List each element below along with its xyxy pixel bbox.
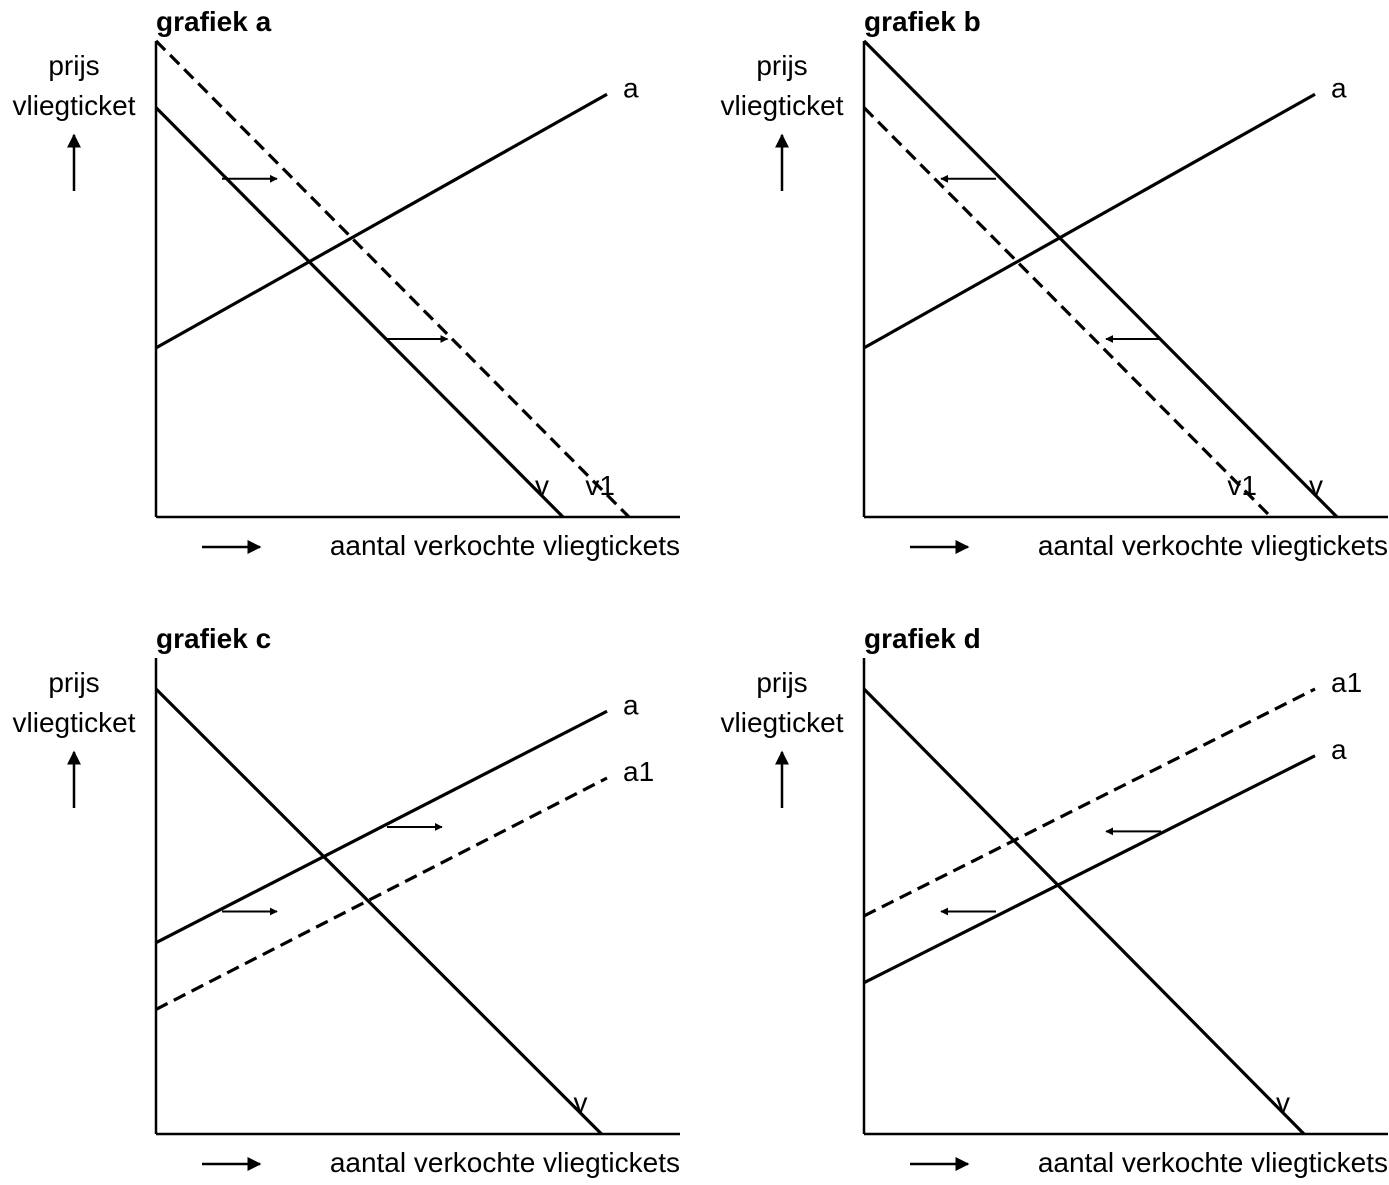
curve-label-v: v	[1276, 1087, 1290, 1118]
y-axis-label: vliegticket	[13, 90, 136, 121]
panel-title: grafiek b	[864, 6, 981, 37]
curve-a	[155, 709, 608, 945]
curve-a	[863, 92, 1316, 350]
curve-label-v: v	[574, 1087, 588, 1118]
y-axis-label: prijs	[756, 667, 807, 698]
curve-label-a: a	[623, 689, 639, 720]
panel-grafiek-a: grafiek a prijs vliegticket aantal verkocht…	[13, 6, 680, 561]
curve-a1	[155, 776, 608, 1011]
y-axis-label: vliegticket	[13, 707, 136, 738]
curve-a	[863, 754, 1316, 985]
curve-label-v1: v1	[1227, 470, 1257, 501]
curve-label-a: a	[1331, 72, 1347, 103]
curve-label-a: a	[1331, 734, 1347, 765]
curve-v	[154, 687, 603, 1136]
panel-grafiek-b: grafiek b prijs vliegticket aantal verkocht…	[721, 6, 1388, 561]
y-axis-label: prijs	[48, 667, 99, 698]
panel-title: grafiek c	[156, 623, 271, 654]
curve-a	[155, 92, 608, 350]
curve-label-a1: a1	[1331, 667, 1362, 698]
x-axis-label: aantal verkochte vliegtickets	[1038, 530, 1388, 561]
y-axis-label: prijs	[756, 50, 807, 81]
x-axis-label: aantal verkochte vliegtickets	[330, 530, 680, 561]
curve-v	[862, 687, 1306, 1136]
curve-a1	[863, 687, 1316, 918]
panel-title: grafiek d	[864, 623, 981, 654]
curve-label-v: v	[1309, 470, 1323, 501]
panel-title: grafiek a	[156, 6, 272, 37]
panel-grafiek-d: grafiek d prijs vliegticket aantal verkocht…	[721, 623, 1388, 1178]
curve-v1	[154, 39, 631, 519]
x-axis-label: aantal verkochte vliegtickets	[1038, 1147, 1388, 1178]
x-axis-label: aantal verkochte vliegtickets	[330, 1147, 680, 1178]
panel-grafiek-c: grafiek c prijs vliegticket aantal verkocht…	[13, 623, 680, 1178]
y-axis-label: vliegticket	[721, 90, 844, 121]
curve-label-a: a	[623, 72, 639, 103]
curve-v1	[862, 106, 1273, 519]
y-axis-label: vliegticket	[721, 707, 844, 738]
curve-v	[862, 39, 1339, 519]
curve-v	[154, 106, 565, 519]
curve-label-v: v	[535, 470, 549, 501]
curve-label-v1: v1	[585, 470, 615, 501]
curve-label-a1: a1	[623, 756, 654, 787]
y-axis-label: prijs	[48, 50, 99, 81]
